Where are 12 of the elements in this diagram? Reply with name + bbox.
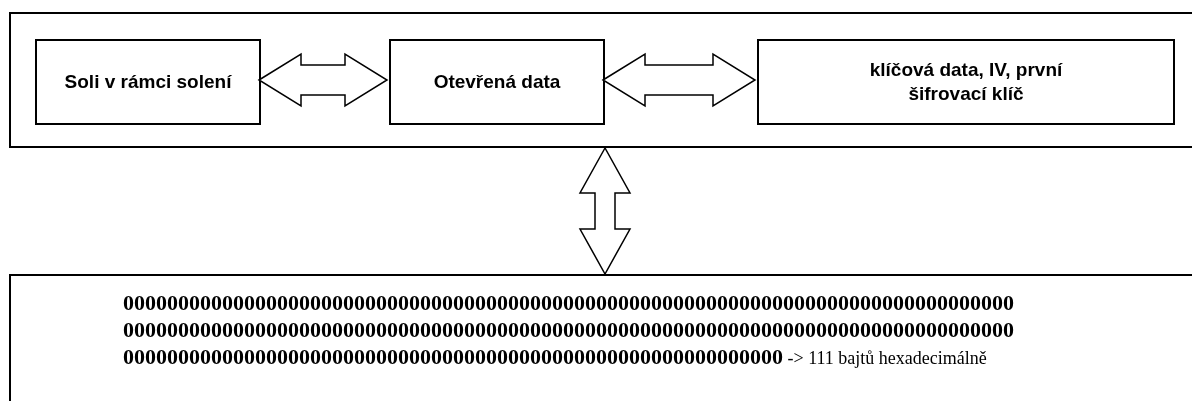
box-label: klíčová data, IV, první šifrovací klíč bbox=[868, 58, 1064, 106]
process-box bbox=[389, 39, 605, 125]
box-label: Soli v rámci solení bbox=[63, 70, 233, 94]
double-arrow bbox=[257, 52, 389, 108]
data-text: 000000000000000000000000000000000000000000000000000000000000000000000000000000000000000000000000000000000000000000000000000000000000000000000000000000000000000000000000000000000000000000000000000000000000000000000000000000 -> 111 bajtů hexadecimálně bbox=[123, 290, 1015, 371]
box-label: Otevřená data bbox=[432, 70, 562, 94]
container-box bbox=[9, 12, 1192, 148]
container-box bbox=[9, 274, 1192, 401]
process-box bbox=[35, 39, 261, 125]
double-arrow bbox=[601, 52, 757, 108]
double-arrow bbox=[578, 146, 632, 276]
process-box bbox=[757, 39, 1175, 125]
